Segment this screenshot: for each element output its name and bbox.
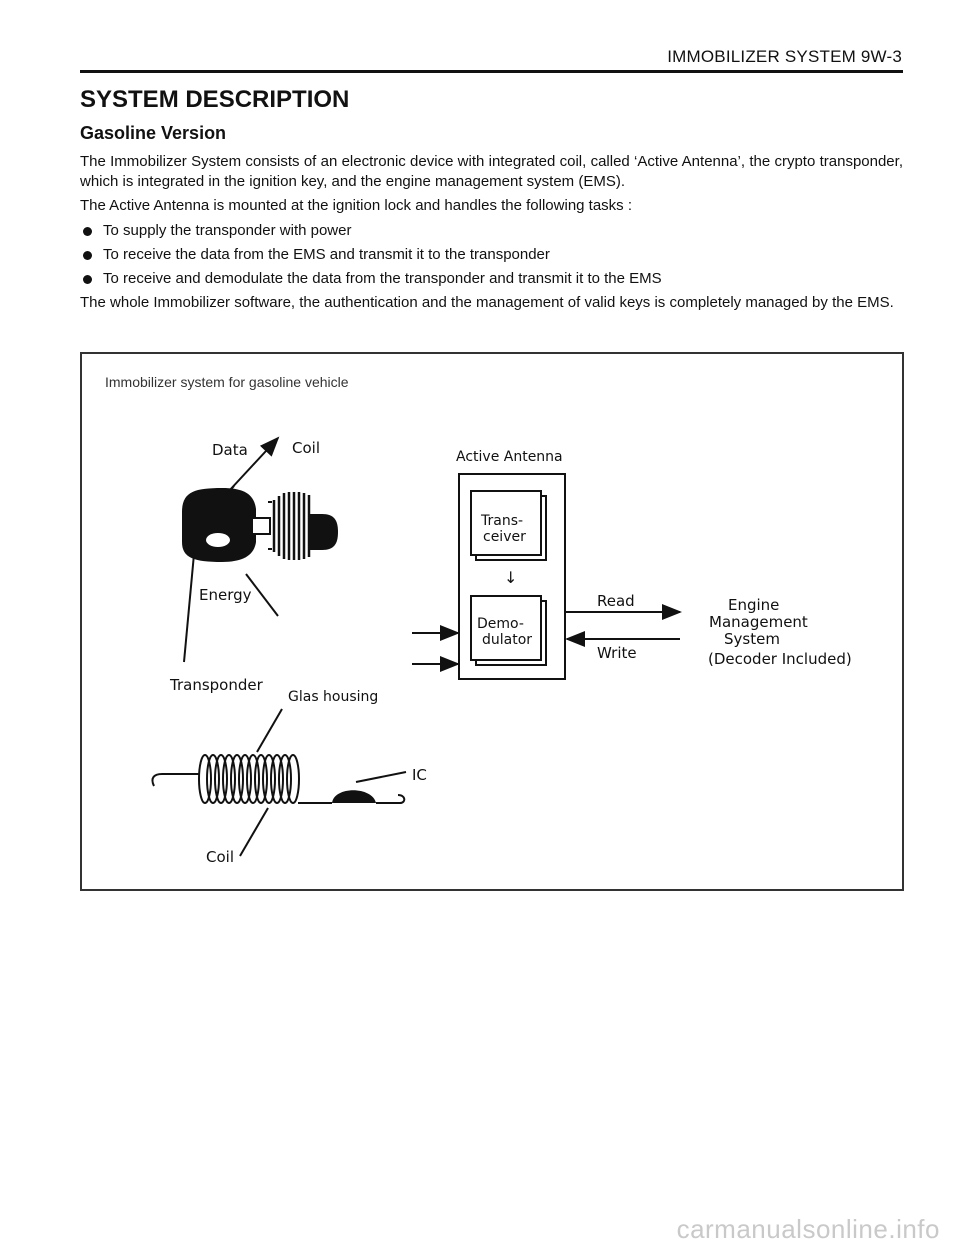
transponder-label: Transponder	[169, 676, 264, 694]
figure-box: Immobilizer system for gasoline vehicle	[80, 352, 904, 891]
energy-pointer	[245, 573, 279, 617]
demodulator-label-line2: dulator	[482, 632, 532, 648]
transceiver-label-line2: ceiver	[483, 529, 526, 545]
coil-bottom-label: Coil	[206, 848, 234, 866]
bullet-icon	[83, 275, 92, 284]
ems-label-line2: Management	[709, 613, 808, 631]
read-label: Read	[597, 592, 635, 610]
energy-label: Energy	[199, 586, 252, 604]
bullet-icon	[83, 251, 92, 260]
transponder-pointer	[183, 553, 195, 663]
task-list: To supply the transponder with power To …	[80, 219, 662, 291]
coil-bottom-pointer	[239, 807, 269, 857]
software-paragraph: The whole Immobilizer software, the auth…	[80, 294, 894, 311]
ignition-key-icon	[182, 488, 338, 562]
immobilizer-diagram: Data Coil Energy Transponder Active Ante…	[151, 436, 852, 866]
list-item-text: To supply the transponder with power	[103, 222, 352, 239]
ems-label-line1: Engine	[728, 596, 779, 614]
ems-label-line3: System	[724, 630, 780, 648]
transceiver-label-line1: Trans-	[480, 513, 523, 529]
ic-chip-icon	[332, 790, 376, 803]
data-label: Data	[212, 441, 248, 459]
glas-housing-pointer	[256, 708, 283, 753]
bullet-icon	[83, 227, 92, 236]
coil-top-label: Coil	[292, 439, 320, 457]
data-pointer	[225, 485, 235, 496]
list-item: To receive the data from the EMS and tra…	[80, 243, 662, 267]
ems-label-line4: (Decoder Included)	[708, 650, 852, 668]
list-item: To receive and demodulate the data from …	[80, 267, 662, 291]
demodulator-label-line1: Demo-	[477, 616, 524, 632]
down-arrow-icon: ↓	[504, 568, 517, 587]
list-item-text: To receive the data from the EMS and tra…	[103, 246, 550, 263]
watermark: carmanualsonline.info	[676, 1214, 940, 1244]
demodulator-block: Demo- dulator	[470, 595, 547, 666]
transponder-coil-icon	[151, 754, 406, 804]
page-header-title: IMMOBILIZER SYSTEM 9W-3	[667, 47, 902, 66]
ic-label: IC	[412, 766, 427, 784]
figure-caption: Immobilizer system for gasoline vehicle	[105, 374, 349, 390]
section-subtitle: Gasoline Version	[80, 123, 227, 143]
data-coil-pointer	[227, 436, 280, 493]
header-rule	[80, 70, 903, 73]
ic-pointer	[355, 771, 407, 783]
active-antenna-label: Active Antenna	[456, 449, 563, 465]
intro-paragraph: The Immobilizer System consists of an el…	[80, 153, 903, 190]
glas-housing-label: Glas housing	[288, 689, 378, 705]
list-item: To supply the transponder with power	[80, 219, 662, 243]
section-title: SYSTEM DESCRIPTION	[80, 86, 350, 113]
tasks-intro-paragraph: The Active Antenna is mounted at the ign…	[80, 197, 633, 214]
transceiver-block: Trans- ceiver	[470, 490, 547, 561]
list-item-text: To receive and demodulate the data from …	[103, 270, 662, 287]
write-label: Write	[597, 644, 637, 662]
